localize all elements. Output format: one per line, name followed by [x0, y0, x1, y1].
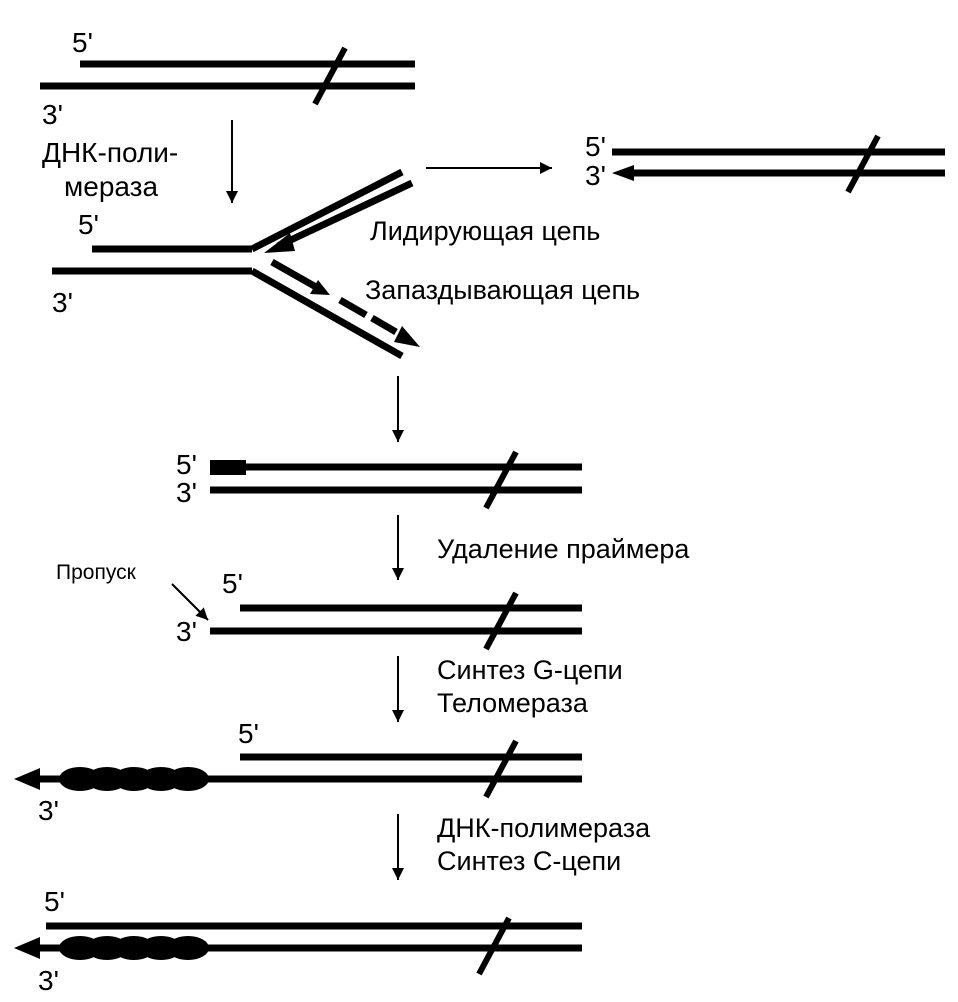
- stage5-telomere-repeats: [59, 767, 209, 791]
- stage-5-telomerase-extension: 5' 3': [14, 718, 582, 826]
- stage1-five-prime-label: 5': [72, 27, 93, 58]
- lagging-strand-label: Запаздывающая цепь: [365, 275, 640, 305]
- c-strand-synthesis-label: Синтез C-цепи: [437, 846, 621, 876]
- dna-polymerase-label-line2: мераза: [64, 171, 158, 202]
- telomerase-label: Теломераза: [437, 688, 589, 718]
- stage5-five-prime-label: 5': [238, 718, 259, 749]
- stage6-overhang-arrowhead: [14, 937, 40, 959]
- right-five-prime-label: 5': [585, 131, 606, 162]
- lagging-fragment-1: [270, 258, 318, 291]
- stage6-telomere-repeats: [59, 936, 209, 960]
- stage3-three-prime-label: 3': [176, 477, 197, 508]
- dna-polymerase-label: ДНК-полимераза: [437, 813, 651, 843]
- stage-2-replication-fork: 5' 3' Лидирующая цепь Запаздывающая цепь: [52, 168, 640, 360]
- g-strand-synthesis-label: Синтез G-цепи: [437, 655, 623, 685]
- stage6-break-mark: [476, 916, 512, 976]
- primer-removal-label: Удаление праймера: [437, 534, 690, 564]
- fork-lower-outer: [250, 267, 404, 360]
- lagging-fragment-3: [370, 314, 398, 336]
- stage6-five-prime-label: 5': [44, 886, 65, 917]
- right-bottom-arrowhead: [612, 165, 634, 181]
- stage4-five-prime-label: 5': [222, 568, 243, 599]
- telomere-repeat: [167, 767, 209, 791]
- dna-polymerase-label-line1: ДНК-поли-: [42, 137, 178, 168]
- stage-4-gap-duplex: Пропуск 5' 3': [56, 561, 582, 651]
- stage5-overhang-arrowhead: [14, 768, 40, 790]
- stage5-break-mark: [483, 739, 519, 799]
- right-three-prime-label: 3': [585, 160, 606, 191]
- lagging-strand-arrowhead: [394, 326, 420, 347]
- stage3-five-prime-label: 5': [176, 449, 197, 480]
- telomere-repeat: [167, 936, 209, 960]
- stage-6-c-strand-synthesis: 5' 3': [14, 886, 582, 996]
- fork-upper-inner: [276, 179, 414, 250]
- stage5-three-prime-label: 3': [38, 795, 59, 826]
- fork-five-prime-label: 5': [78, 209, 99, 240]
- lagging-fragment-1-arrowhead: [310, 280, 330, 295]
- stage1-break-mark: [312, 46, 348, 106]
- lagging-fragment-2: [338, 296, 368, 319]
- stage6-three-prime-label: 3': [38, 965, 59, 996]
- leading-strand-arrowhead: [264, 233, 295, 253]
- stage-3-primer-duplex: 5' 3': [176, 449, 582, 510]
- stage-1-original-duplex: 5' 3': [40, 27, 415, 130]
- gap-label: Пропуск: [56, 561, 137, 584]
- rna-primer: [210, 460, 246, 475]
- gap-pointer-line: [171, 583, 209, 621]
- stage4-three-prime-label: 3': [176, 616, 197, 647]
- fork-three-prime-label: 3': [52, 287, 73, 318]
- stage4-break-mark: [483, 591, 519, 651]
- right-break-mark: [845, 134, 881, 194]
- fork-upper-outer: [250, 168, 404, 253]
- stage1-three-prime-label: 3': [42, 99, 63, 130]
- right-duplex: 5' 3': [585, 131, 945, 194]
- leading-strand-label: Лидирующая цепь: [370, 216, 600, 246]
- stage3-break-mark: [483, 450, 519, 510]
